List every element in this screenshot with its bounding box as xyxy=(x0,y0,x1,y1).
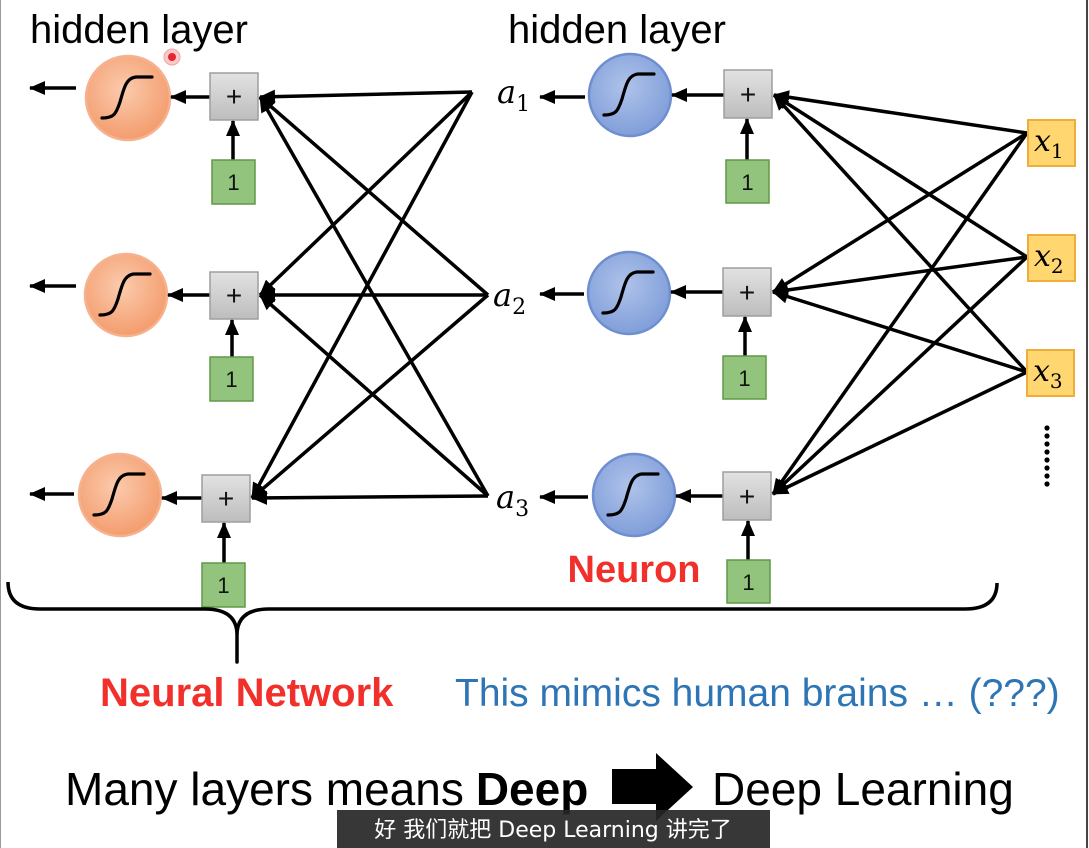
variable-index: 2 xyxy=(512,295,526,320)
vertical-ellipsis-icon xyxy=(1044,425,1050,487)
variable-symbol: x xyxy=(1034,124,1051,159)
input-node-x2: x2 xyxy=(1027,234,1076,282)
sum-symbol: + xyxy=(226,81,242,112)
hidden-output-a1: a1 xyxy=(497,73,530,117)
connection-line xyxy=(259,89,473,104)
right-layer-title: hidden layer xyxy=(508,8,726,52)
output-neuron-2: + 1 xyxy=(29,252,259,402)
footer-emphasis: Deep xyxy=(476,763,588,815)
bias-value: 1 xyxy=(742,570,754,595)
bias-value: 1 xyxy=(227,170,239,195)
input-box xyxy=(1027,119,1076,167)
hidden-neuron-1: + 1 xyxy=(539,52,773,204)
sum-symbol: + xyxy=(739,277,755,308)
connection-line xyxy=(250,293,490,500)
curly-brace xyxy=(6,581,999,664)
connection-line xyxy=(773,93,1028,259)
variable-index: 1 xyxy=(1051,139,1064,163)
subtitle-text: 好 我们就把 Deep Learning 讲完了 xyxy=(374,818,731,843)
connection-line xyxy=(771,131,1029,496)
bias-node xyxy=(201,562,246,608)
hidden-to-output-connections xyxy=(250,89,490,505)
variable-symbol: a xyxy=(496,478,515,516)
bias-node xyxy=(725,159,770,204)
activation-node xyxy=(591,452,677,538)
connection-line xyxy=(251,490,489,505)
subtitle-bar: 好 我们就把 Deep Learning 讲完了 xyxy=(337,810,770,848)
input-box xyxy=(1027,234,1076,282)
activation-node xyxy=(77,452,163,538)
activation-node xyxy=(84,54,172,142)
input-label: x2 xyxy=(1034,239,1064,278)
hidden-output-a2: a2 xyxy=(493,276,526,320)
input-label: x3 xyxy=(1033,354,1063,393)
neural-network-label: Neural Network xyxy=(100,671,394,715)
connection-line xyxy=(258,90,474,297)
connection-line xyxy=(772,131,1028,294)
left-layer-title: hidden layer xyxy=(30,8,248,52)
input-to-hidden-connections xyxy=(771,90,1029,496)
bias-value: 1 xyxy=(738,366,750,391)
hidden-neuron-2: + 1 xyxy=(539,250,772,400)
sum-symbol: + xyxy=(740,79,756,110)
variable-index: 1 xyxy=(516,92,530,117)
variable-symbol: a xyxy=(497,73,516,111)
neuron-label: Neuron xyxy=(568,549,701,591)
connection-line xyxy=(772,289,1028,374)
connection-line xyxy=(258,95,490,297)
connection-line xyxy=(773,90,1028,135)
input-node-x1: x1 xyxy=(1027,119,1076,167)
hidden-neuron-3: + 1 xyxy=(539,452,772,604)
output-neuron-1: + 1 xyxy=(29,54,259,205)
hidden-output-a3: a3 xyxy=(496,478,529,522)
sum-symbol: + xyxy=(226,280,242,311)
output-neuron-3: + 1 xyxy=(29,452,251,608)
input-label: x1 xyxy=(1034,124,1064,163)
input-node-x3: x3 xyxy=(1026,349,1075,397)
sum-node xyxy=(722,471,772,521)
sum-symbol: + xyxy=(218,483,234,514)
connection-line xyxy=(771,255,1029,496)
variable-index: 3 xyxy=(515,497,529,522)
bias-value: 1 xyxy=(225,367,237,392)
connection-line xyxy=(772,93,1029,374)
activation-node xyxy=(587,52,673,138)
activation-node xyxy=(83,252,169,338)
laser-pointer-dot xyxy=(163,48,181,66)
variable-symbol: x xyxy=(1033,354,1050,389)
footer-result: Deep Learning xyxy=(712,763,1014,815)
connection-line xyxy=(258,293,490,498)
activation-node xyxy=(586,250,672,336)
sum-node xyxy=(209,72,259,121)
sum-node xyxy=(722,267,772,317)
bias-value: 1 xyxy=(217,573,229,598)
sum-node xyxy=(209,271,259,320)
variable-index: 2 xyxy=(1051,254,1064,278)
bias-value: 1 xyxy=(741,170,753,195)
bias-node xyxy=(209,356,254,402)
input-box xyxy=(1026,349,1075,397)
variable-index: 3 xyxy=(1050,369,1063,393)
variable-symbol: a xyxy=(493,276,512,314)
footer-prefix: Many layers means xyxy=(65,763,464,815)
bias-node xyxy=(726,559,771,604)
remark-text: This mimics human brains … (???) xyxy=(455,672,1060,715)
bias-node xyxy=(722,355,767,400)
connection-line xyxy=(772,370,1028,496)
bias-node xyxy=(211,159,256,205)
variable-symbol: x xyxy=(1034,239,1051,274)
right-block-arrow-icon xyxy=(612,753,693,821)
subtitle-background xyxy=(337,810,770,848)
connection-line xyxy=(772,255,1028,297)
sum-symbol: + xyxy=(739,481,755,512)
connection-line xyxy=(258,96,490,497)
